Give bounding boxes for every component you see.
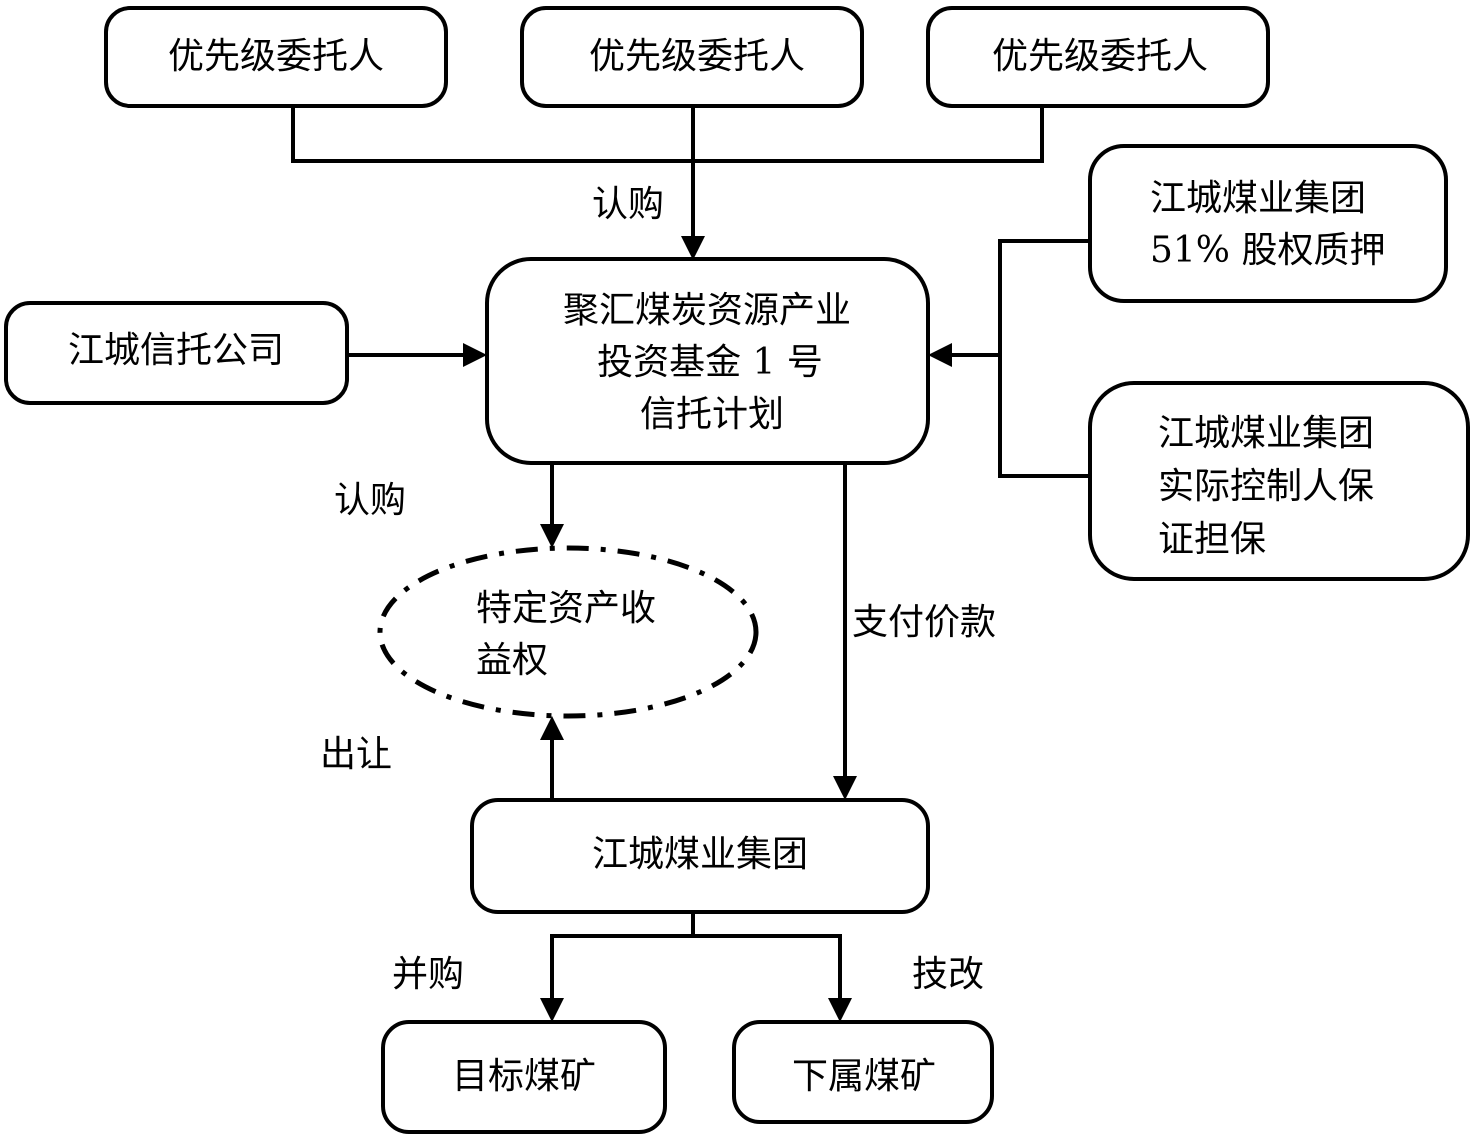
node-label-line-2: 投资基金 1 号 — [597, 342, 823, 383]
node-label-line-2: 51% 股权质押 — [1150, 230, 1385, 271]
edge-label-tech-upgrade: 技改 — [912, 954, 984, 995]
node-target-mine: 目标煤矿 — [381, 1020, 667, 1134]
node-subsidiary-mine: 下属煤矿 — [732, 1020, 994, 1124]
arrowhead-into-subsidiary-mine — [828, 998, 852, 1022]
arrowhead-into-trust-plan-left — [463, 343, 487, 367]
node-specific-asset-rights: 特定资产收 益权 — [377, 545, 759, 719]
arrowhead-into-trust-plan-right — [928, 343, 952, 367]
node-priority-trustor-1: 优先级委托人 — [104, 6, 448, 108]
node-priority-trustor-3: 优先级委托人 — [926, 6, 1270, 108]
node-label-line-2: 益权 — [476, 640, 548, 681]
node-label: 江城煤业集团 — [592, 834, 808, 875]
node-label: 江城信托公司 — [68, 330, 284, 371]
node-label-line-1: 聚汇煤炭资源产业 — [563, 290, 851, 331]
node-label-line-2: 实际控制人保 — [1158, 466, 1374, 507]
node-trust-company: 江城信托公司 — [4, 301, 349, 405]
node-label: 优先级委托人 — [589, 36, 805, 77]
arrowhead-into-rights-bottom — [540, 716, 564, 740]
node-label-line-3: 证担保 — [1158, 519, 1266, 560]
node-priority-trustor-2: 优先级委托人 — [520, 6, 864, 108]
edge-label-subscribe-top: 认购 — [592, 184, 664, 225]
arrowhead-into-rights-top — [540, 524, 564, 548]
connector-guarantees-bracket — [998, 239, 1090, 478]
edge-label-subscribe-rights: 认购 — [334, 480, 406, 521]
edge-label-pay-price: 支付价款 — [852, 602, 996, 643]
arrowhead-into-target-mine — [540, 998, 564, 1022]
connector-trustors-merge — [291, 106, 1044, 163]
node-label: 下属煤矿 — [792, 1056, 936, 1097]
node-equity-pledge: 江城煤业集团 51% 股权质押 — [1088, 144, 1448, 303]
node-label: 优先级委托人 — [168, 36, 384, 77]
node-label-line-1: 江城煤业集团 — [1150, 178, 1366, 219]
node-label: 目标煤矿 — [452, 1056, 596, 1097]
node-label-line-3: 信托计划 — [640, 394, 784, 435]
edge-label-merger: 并购 — [392, 954, 464, 995]
node-controller-guarantee: 江城煤业集团 实际控制人保 证担保 — [1088, 381, 1470, 581]
edge-label-transfer: 出让 — [320, 734, 392, 775]
node-label-line-1: 特定资产收 — [476, 588, 656, 629]
arrowhead-into-trust-plan-top — [681, 236, 705, 260]
node-trust-plan: 聚汇煤炭资源产业 投资基金 1 号 信托计划 — [485, 257, 930, 465]
node-coal-group: 江城煤业集团 — [470, 798, 930, 914]
connector-group-to-mines — [550, 912, 842, 1000]
node-label: 优先级委托人 — [992, 36, 1208, 77]
arrowhead-into-coal-group — [833, 776, 857, 800]
node-label-line-1: 江城煤业集团 — [1158, 413, 1374, 454]
